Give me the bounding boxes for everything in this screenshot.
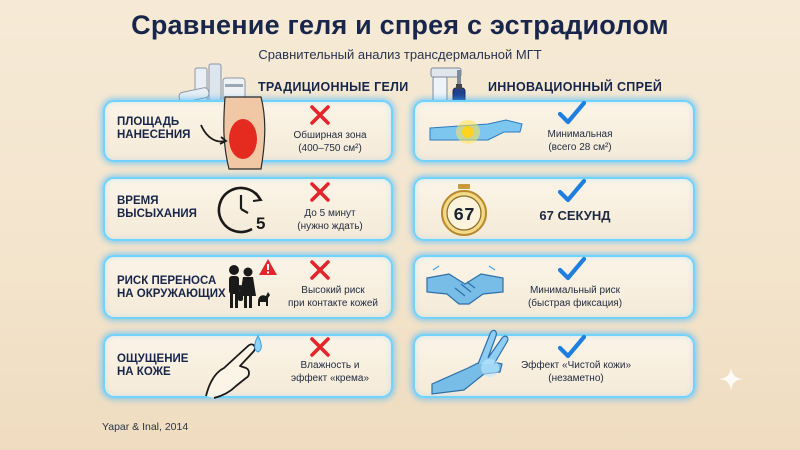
row-time-gel-desc-line1: До 5 минут [304, 208, 356, 219]
row-transfer-label: РИСК ПЕРЕНОСА НА ОКРУЖАЮЩИХ [117, 275, 226, 301]
row-transfer-gel-desc-line1: Высокий риск [301, 285, 365, 296]
row-area-spray-desc-line1: Минимальная [547, 129, 613, 140]
row-area-label: ПЛОЩАДЬ НАНЕСЕНИЯ [117, 116, 190, 142]
blue-check-icon [557, 334, 587, 359]
row-feel-gel-desc: Влажность и эффект «крема» [280, 359, 380, 385]
arm-spray-spot-icon [429, 119, 523, 144]
row-feel-spray-desc-line1: Эффект «Чистой кожи» [520, 360, 632, 371]
handshake-icon [426, 265, 504, 305]
row-area-spray-desc: Минимальная (всего 28 см²) [525, 128, 635, 154]
row-transfer-spray-desc-line1: Минимальный риск [529, 285, 621, 296]
row-time-label-line1: ВРЕМЯ [117, 195, 159, 207]
row-time-spray-desc-line1: 67 СЕКУНД [539, 208, 611, 223]
family-icon [229, 265, 270, 308]
blue-check-icon [557, 178, 587, 203]
row-transfer-spray-desc: Минимальный риск (быстрая фиксация) [510, 284, 640, 310]
finger-touch-icon [205, 334, 262, 399]
page-subtitle: Сравнительный анализ трансдермальной МГТ [258, 47, 542, 62]
red-x-icon [310, 182, 330, 202]
row-area-gel-desc: Обширная зона (400–750 см²) [280, 129, 380, 155]
clock-digit: 5 [256, 214, 265, 233]
gel-tubes-icon [178, 63, 246, 103]
row-area-gel-desc-line2: (400–750 см²) [298, 143, 362, 154]
clock-icon: 5 [217, 186, 265, 234]
stopwatch-digits: 67 [453, 206, 475, 226]
row-feel-spray-desc-line2: (незаметно) [548, 373, 604, 384]
row-feel-label-line1: ОЩУЩЕНИЕ [117, 353, 189, 365]
stopwatch-icon: 67 [441, 184, 487, 236]
row-transfer-label-panel [103, 255, 393, 319]
citation: Yapar & Inal, 2014 [102, 421, 189, 433]
column-header-gels: ТРАДИЦИОННЫЕ ГЕЛИ [258, 80, 409, 94]
touching-skin-icon [431, 329, 509, 395]
row-feel-label: ОЩУЩЕНИЕ НА КОЖЕ [117, 353, 188, 379]
sparkle-icon [719, 367, 743, 391]
row-feel-spray-desc: Эффект «Чистой кожи» (незаметно) [508, 359, 644, 385]
row-area-gel-desc-line1: Обширная зона [293, 130, 367, 141]
page-title: Сравнение геля и спрея с эстрадиолом [131, 10, 669, 40]
row-time-spray-desc: 67 СЕКУНД [515, 209, 635, 222]
row-area-label-line1: ПЛОЩАДЬ [117, 116, 180, 128]
warning-triangle-icon [259, 259, 277, 275]
red-x-icon [310, 337, 330, 357]
column-header-spray: ИННОВАЦИОННЫЙ СПРЕЙ [488, 80, 663, 94]
row-time-label: ВРЕМЯ ВЫСЫХАНИЯ [117, 195, 197, 221]
row-feel-label-line2: НА КОЖЕ [117, 366, 171, 378]
blue-check-icon [557, 256, 587, 281]
row-area-label-line2: НАНЕСЕНИЯ [117, 129, 191, 141]
row-feel-label-panel [103, 334, 393, 398]
row-area-spray-desc-line2: (всего 28 см²) [548, 142, 612, 153]
row-time-gel-desc-line2: (нужно ждать) [297, 221, 363, 232]
row-time-label-line2: ВЫСЫХАНИЯ [117, 208, 197, 220]
row-transfer-spray-desc-line2: (быстрая фиксация) [527, 298, 623, 309]
row-transfer-gel-desc: Высокий риск при контакте кожей [278, 284, 388, 310]
row-time-gel-desc: До 5 минут (нужно ждать) [280, 207, 380, 233]
red-x-icon [310, 260, 330, 280]
thigh-gel-area-icon [200, 96, 266, 170]
row-transfer-label-line2: НА ОКРУЖАЮЩИХ [117, 288, 226, 300]
row-feel-gel-desc-line1: Влажность и [300, 360, 360, 371]
row-feel-gel-desc-line2: эффект «крема» [290, 373, 370, 384]
row-transfer-label-line1: РИСК ПЕРЕНОСА [117, 275, 217, 287]
row-transfer-gel-desc-line2: при контакте кожей [287, 298, 378, 309]
red-x-icon [310, 105, 330, 125]
blue-check-icon [557, 100, 587, 125]
